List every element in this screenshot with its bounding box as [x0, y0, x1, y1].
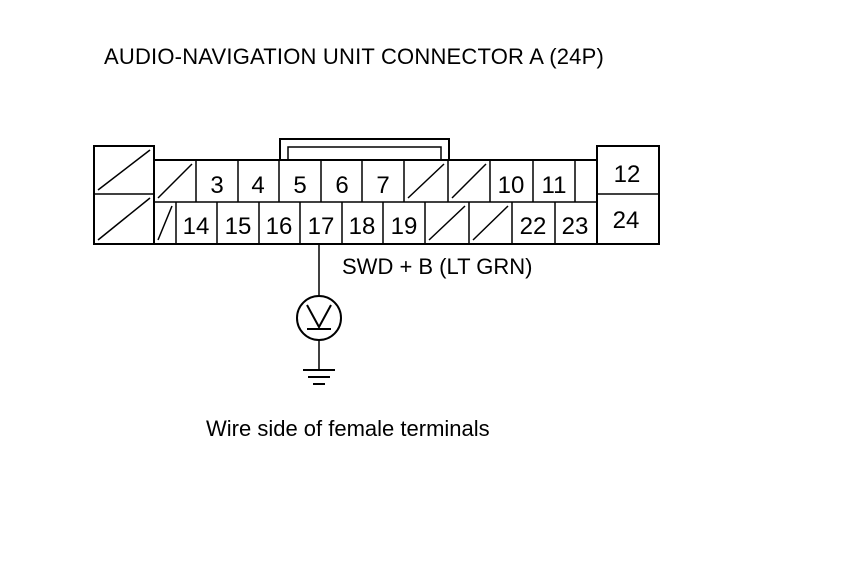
empty-cavity-marks [157, 163, 509, 241]
terminal-23: 23 [562, 213, 589, 240]
terminal-22: 22 [520, 213, 547, 240]
empty-cavity-8 [407, 163, 445, 199]
terminal-18: 18 [349, 213, 376, 240]
terminal-11: 11 [542, 172, 567, 199]
terminal-12: 12 [614, 161, 641, 188]
diagram-caption: Wire side of female terminals [206, 416, 490, 441]
connector-housing [93, 138, 660, 245]
lock-tab [279, 138, 450, 160]
left-block-hatching [94, 149, 154, 241]
empty-cavity-13 [157, 205, 173, 241]
bottom-row-dividers [175, 202, 556, 244]
diagram-title: AUDIO-NAVIGATION UNIT CONNECTOR A (24P) [104, 44, 605, 69]
empty-cavity-9 [451, 163, 487, 199]
terminal-17: 17 [308, 213, 335, 240]
empty-cavity-21 [472, 205, 509, 241]
top-row-dividers [195, 160, 576, 202]
terminal-10: 10 [498, 172, 525, 199]
empty-cavity-20 [428, 205, 466, 241]
terminal-16: 16 [266, 213, 293, 240]
terminal-6: 6 [335, 172, 348, 199]
terminal-7: 7 [376, 172, 389, 199]
top-row-terminals: 3 4 5 6 7 10 11 12 [210, 161, 640, 199]
right-terminal-block [596, 145, 660, 245]
left-cavity-block [93, 145, 155, 245]
terminal-19: 19 [391, 213, 418, 240]
terminal-24: 24 [613, 207, 640, 234]
wire-label: SWD + B (LT GRN) [342, 254, 532, 279]
terminal-5: 5 [293, 172, 306, 199]
terminal-4: 4 [251, 172, 264, 199]
terminal-3: 3 [210, 172, 223, 199]
ground-icon [303, 369, 335, 385]
voltmeter-icon [296, 295, 342, 341]
terminal-15: 15 [225, 213, 252, 240]
terminal-14: 14 [183, 213, 210, 240]
empty-cavity-1 [157, 163, 193, 199]
bottom-row-terminals: 14 15 16 17 18 19 22 23 24 [183, 207, 640, 240]
